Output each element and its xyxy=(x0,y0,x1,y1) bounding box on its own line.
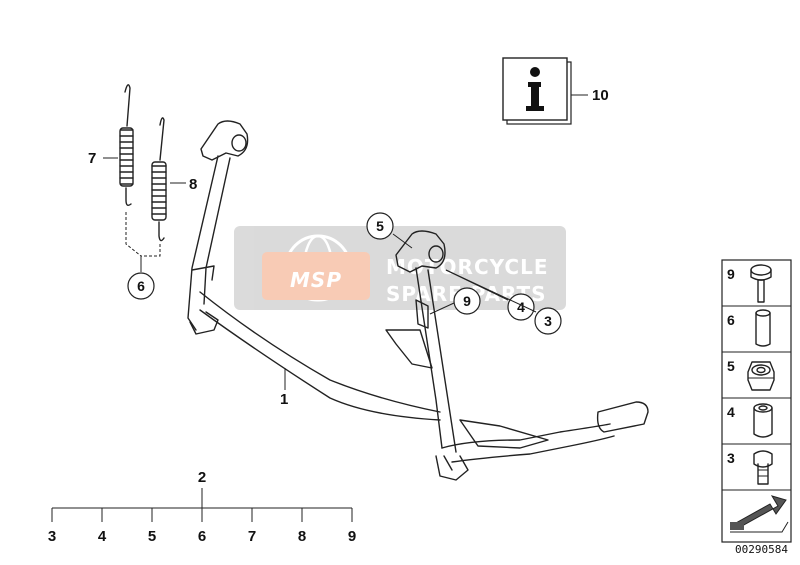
side-item-label: 9 xyxy=(727,266,735,282)
callout-6-circle: 6 xyxy=(127,272,155,300)
info-box: 10 xyxy=(502,57,609,125)
callout-4-circle: 4 xyxy=(507,293,535,321)
callout-6: 6 xyxy=(137,278,145,294)
side-item-label: 6 xyxy=(727,312,735,328)
sleeve-icon xyxy=(755,309,771,347)
tree-leaf: 7 xyxy=(248,528,256,545)
arrow-icon xyxy=(730,495,789,533)
watermark-line1: MOTORCYCLE xyxy=(386,255,548,279)
side-item-label: 4 xyxy=(727,404,735,420)
tree-leaf: 9 xyxy=(348,528,356,545)
tree-leaf: 8 xyxy=(298,528,306,545)
tree-leaf: 5 xyxy=(148,528,156,545)
callout-9-circle: 9 xyxy=(453,287,481,315)
callout-9: 9 xyxy=(463,293,471,309)
info-icon xyxy=(526,67,544,111)
callout-3: 3 xyxy=(544,313,552,329)
spring-8 xyxy=(151,117,167,242)
tree-leaf: 4 xyxy=(98,528,107,545)
side-item-label: 5 xyxy=(727,358,735,374)
callout-tree: 2 3 4 5 6 7 8 9 xyxy=(48,469,356,545)
tree-leaf: 3 xyxy=(48,528,56,545)
callout-3-circle: 3 xyxy=(534,307,562,335)
bolt-icon xyxy=(753,450,773,485)
pin-icon xyxy=(750,264,772,303)
nut-icon xyxy=(747,361,775,391)
bushing-icon xyxy=(753,403,773,438)
callout-4: 4 xyxy=(517,299,525,315)
spring-leaders xyxy=(125,212,161,272)
tree-leaf: 6 xyxy=(198,528,206,545)
watermark-logo: MSP xyxy=(290,268,342,292)
side-item-label: 3 xyxy=(727,450,735,466)
watermark: MSP MOTORCYCLE SPARE PARTS xyxy=(234,226,566,310)
watermark-logo-badge xyxy=(262,252,370,300)
callout-10: 10 xyxy=(592,87,609,104)
callout-5: 5 xyxy=(376,218,384,234)
image-number: 00290584 xyxy=(735,543,788,556)
tree-root: 2 xyxy=(198,469,206,486)
center-stand xyxy=(187,120,649,481)
callout-1: 1 xyxy=(280,391,288,408)
side-panel: 9 6 5 4 3 xyxy=(721,259,792,543)
callout-5-circle: 5 xyxy=(366,212,394,240)
spring-7 xyxy=(119,84,134,207)
callout-7: 7 xyxy=(88,150,96,167)
callout-8: 8 xyxy=(189,176,197,193)
